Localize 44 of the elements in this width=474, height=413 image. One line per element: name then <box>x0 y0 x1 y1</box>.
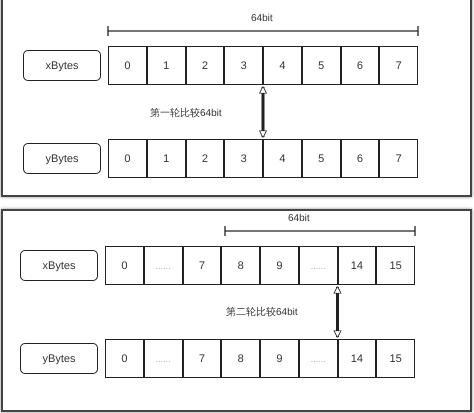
byte-cell: 9 <box>260 246 299 285</box>
byte-cell: 14 <box>338 246 376 285</box>
byte-cell: 4 <box>263 139 302 178</box>
byte-cell: 6 <box>340 46 380 85</box>
byte-cell: ...... <box>298 246 338 285</box>
byte-cell: 15 <box>376 246 415 285</box>
byte-cell: 7 <box>379 46 418 85</box>
byte-cell: 5 <box>302 139 340 178</box>
byte-cell: 7 <box>182 339 222 378</box>
byte-cell: 7 <box>379 139 418 178</box>
byte-cell: 6 <box>340 139 380 178</box>
panel-frame <box>1 0 472 197</box>
byte-cell: 0 <box>105 246 144 285</box>
byte-cell: 1 <box>146 139 186 178</box>
byte-cell: 3 <box>224 139 263 178</box>
edge-label: 第二轮比较64bit <box>226 305 298 319</box>
byte-cell: 0 <box>108 139 147 178</box>
double-arrow <box>259 86 267 138</box>
byte-cell: 3 <box>224 46 263 85</box>
edge-label: 第一轮比较64bit <box>150 106 222 120</box>
panel-frame <box>1 209 472 412</box>
byte-cell: 2 <box>186 139 224 178</box>
byte-cell: 0 <box>105 339 144 378</box>
array-label-box: xBytes <box>23 50 101 81</box>
byte-cell: ...... <box>298 339 338 378</box>
array-label-box: yBytes <box>20 343 98 374</box>
array-label-box: yBytes <box>23 143 101 174</box>
byte-cell: 14 <box>338 339 376 378</box>
byte-cell: 0 <box>108 46 147 85</box>
byte-cell: 8 <box>221 246 260 285</box>
byte-cell: 1 <box>146 46 186 85</box>
array-label-box: xBytes <box>20 250 98 281</box>
byte-cell: 5 <box>302 46 340 85</box>
byte-cell: ...... <box>144 339 182 378</box>
byte-cell: 9 <box>260 339 299 378</box>
byte-cell: 2 <box>186 46 224 85</box>
byte-cell: 7 <box>182 246 222 285</box>
byte-cell: 4 <box>263 46 302 85</box>
double-arrow <box>334 286 342 338</box>
byte-cell: 15 <box>376 339 415 378</box>
byte-cell: 8 <box>221 339 260 378</box>
byte-cell: ...... <box>144 246 182 285</box>
dimension-label: 64bit <box>251 13 273 24</box>
dimension-label: 64bit <box>288 213 310 224</box>
